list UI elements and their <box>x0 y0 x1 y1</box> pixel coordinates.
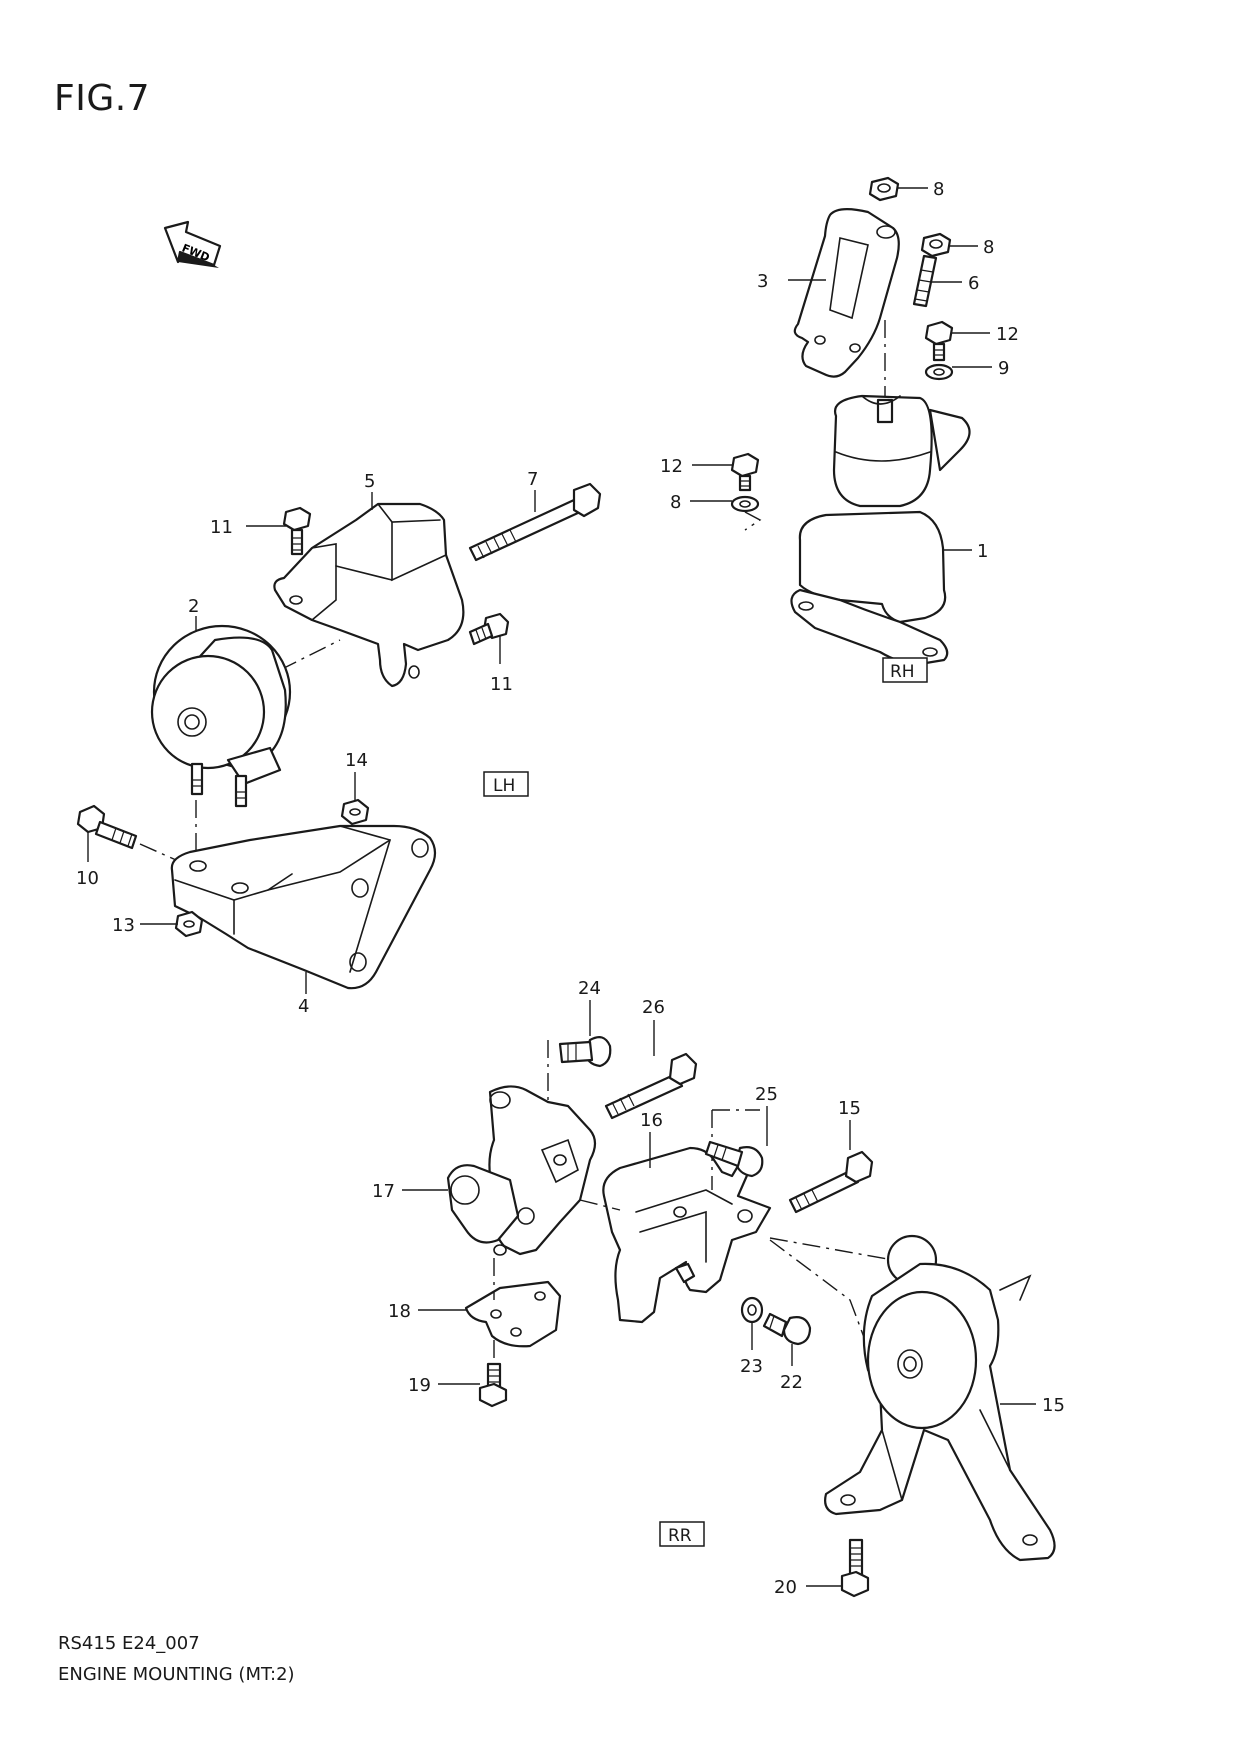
long-bolt-7 <box>468 482 602 562</box>
lh-lower-bracket <box>170 824 437 990</box>
long-bolt-24 <box>604 1052 698 1120</box>
washer-26 <box>740 1296 764 1324</box>
fwd-arrow-icon: FWD <box>163 220 222 268</box>
callout-15: 15 <box>1042 1395 1065 1416</box>
callout-9b: 8 <box>670 492 681 513</box>
section-tag-rr: RR <box>668 1526 692 1546</box>
callout-21: 19 <box>408 1375 431 1396</box>
figure-caption: ENGINE MOUNTING (MT:2) <box>58 1664 295 1685</box>
callout-10: 10 <box>76 868 99 889</box>
callout-18: 18 <box>388 1301 411 1322</box>
callout-26: 23 <box>740 1356 763 1377</box>
callout-20: 20 <box>774 1577 797 1598</box>
callout-23: 25 <box>755 1084 778 1105</box>
callout-13: 13 <box>112 915 135 936</box>
callout-12b: 12 <box>660 456 683 477</box>
callout-11a: 11 <box>210 517 233 538</box>
washer-9-right <box>924 363 954 381</box>
callout-1: 1 <box>977 541 988 562</box>
bolt-11-top <box>282 506 312 556</box>
callout-8b: 8 <box>983 237 994 258</box>
rh-engine-mount <box>790 394 971 666</box>
nut-14 <box>340 798 370 826</box>
bolt-25 <box>762 1312 812 1346</box>
bolt-20 <box>840 1538 870 1598</box>
callout-16: 16 <box>640 1110 663 1131</box>
callout-14: 14 <box>345 750 368 771</box>
callout-3: 3 <box>757 271 768 292</box>
lh-engine-mount <box>150 624 292 808</box>
stud-6 <box>912 254 938 308</box>
nut-8-right <box>920 232 952 258</box>
callout-4: 4 <box>298 996 309 1017</box>
callout-25: 22 <box>780 1372 803 1393</box>
lh-mount-group: 11 5 7 11 2 14 10 13 4 LH <box>76 469 602 1017</box>
section-tag-lh: LH <box>493 776 515 796</box>
callout-24: 26 <box>642 997 665 1018</box>
callout-19: 15 <box>838 1098 861 1119</box>
bolt-12-right <box>924 320 954 362</box>
rr-mount-group: 24 26 25 16 15 17 18 19 23 22 15 20 RR <box>372 978 1065 1598</box>
figure-code: RS415 E24_007 <box>58 1633 200 1654</box>
section-tag-rh: RH <box>890 662 915 682</box>
figure-footer: RS415 E24_007 ENGINE MOUNTING (MT:2) <box>58 1628 295 1690</box>
callout-11b: 11 <box>490 674 513 695</box>
rh-mount-group: 8 8 6 3 12 9 12 8 1 RH <box>660 176 1019 683</box>
nut-13 <box>174 910 204 938</box>
bolt-23 <box>704 1140 764 1178</box>
nut-8-top <box>868 176 900 202</box>
lh-upper-bracket <box>273 502 465 688</box>
bolt-21 <box>478 1362 508 1408</box>
rr-plate-18 <box>464 1280 562 1348</box>
callout-8a: 8 <box>933 179 944 200</box>
callout-7: 7 <box>527 469 538 490</box>
bolt-12-left <box>730 452 760 492</box>
callout-17: 17 <box>372 1181 395 1202</box>
long-bolt-19 <box>788 1150 874 1214</box>
rr-engine-mount-15 <box>824 1234 1056 1562</box>
callout-22: 24 <box>578 978 601 999</box>
rr-bracket-16 <box>602 1146 772 1324</box>
callout-5: 5 <box>364 471 375 492</box>
rr-bracket-17 <box>446 1085 597 1256</box>
callout-12a: 12 <box>996 324 1019 345</box>
rh-upper-bracket <box>793 208 900 378</box>
bolt-11-right <box>468 612 510 646</box>
bolt-10 <box>76 804 138 850</box>
callout-9a: 9 <box>998 358 1009 379</box>
bolt-22 <box>558 1035 612 1068</box>
callout-6: 6 <box>968 273 979 294</box>
washer-9-left <box>730 495 760 513</box>
figure-title: FIG.7 <box>54 78 151 119</box>
callout-2: 2 <box>188 596 199 617</box>
